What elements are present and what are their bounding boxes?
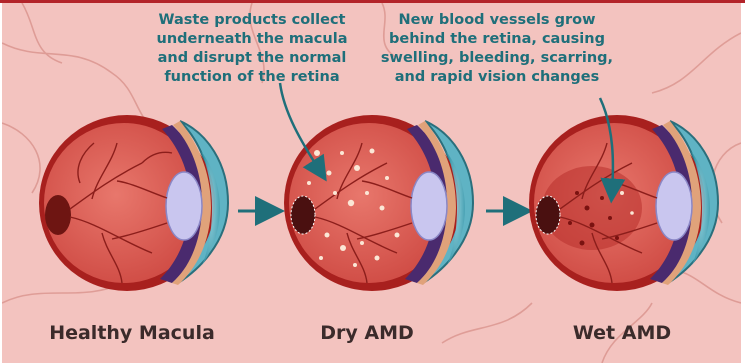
wet-amd-label: Wet AMD <box>542 321 702 345</box>
dry-amd-label: Dry AMD <box>297 321 437 345</box>
illustration-panel: Waste products collect underneath the ma… <box>2 3 741 363</box>
dry-annotation-line: Waste products collect <box>137 11 367 30</box>
dry-annotation-line: function of the retina <box>137 68 367 87</box>
eye-wet <box>529 115 718 291</box>
eye-healthy <box>39 115 228 291</box>
wet-annotation-line: behind the retina, causing <box>367 30 627 49</box>
wet-amd-annotation: New blood vessels grow behind the retina… <box>367 11 627 87</box>
wet-annotation-line: and rapid vision changes <box>367 68 627 87</box>
dry-annotation-line: and disrupt the normal <box>137 49 367 68</box>
healthy-macula-label: Healthy Macula <box>32 321 232 345</box>
dry-annotation-line: underneath the macula <box>137 30 367 49</box>
wet-annotation-line: swelling, bleeding, scarring, <box>367 49 627 68</box>
wet-annotation-line: New blood vessels grow <box>367 11 627 30</box>
eye-dry <box>284 115 473 291</box>
dry-amd-annotation: Waste products collect underneath the ma… <box>137 11 367 87</box>
